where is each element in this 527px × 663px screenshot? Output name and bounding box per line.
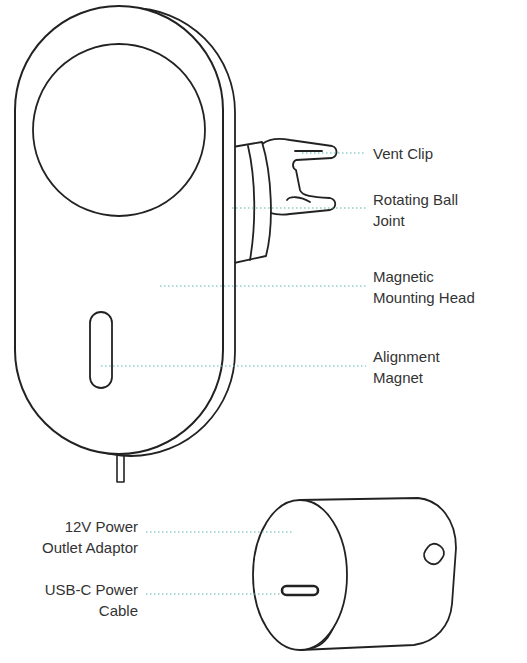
part-label: Alignment Magnet	[373, 346, 488, 388]
leader-line	[232, 207, 366, 208]
part-label: Rotating Ball Joint	[373, 189, 488, 231]
part-label: USB-C Power Cable	[30, 579, 138, 621]
leader-line	[101, 365, 366, 366]
part-label: Magnetic Mounting Head	[373, 266, 488, 308]
adaptor-button	[421, 541, 447, 568]
leader-line	[146, 593, 280, 594]
vent-clip-slot	[287, 151, 322, 202]
leader-line	[302, 152, 366, 153]
part-label: 12V Power Outlet Adaptor	[30, 516, 138, 558]
alignment-magnet	[90, 312, 112, 388]
power-adaptor-face	[253, 500, 347, 650]
magnetic-disc	[33, 44, 205, 216]
leader-line	[160, 285, 366, 286]
ball-joint-seam	[248, 146, 254, 260]
leader-line	[146, 531, 292, 532]
magnetic-mounting-head	[15, 6, 223, 454]
part-label: Vent Clip	[373, 143, 488, 164]
usb-c-port	[282, 586, 318, 595]
